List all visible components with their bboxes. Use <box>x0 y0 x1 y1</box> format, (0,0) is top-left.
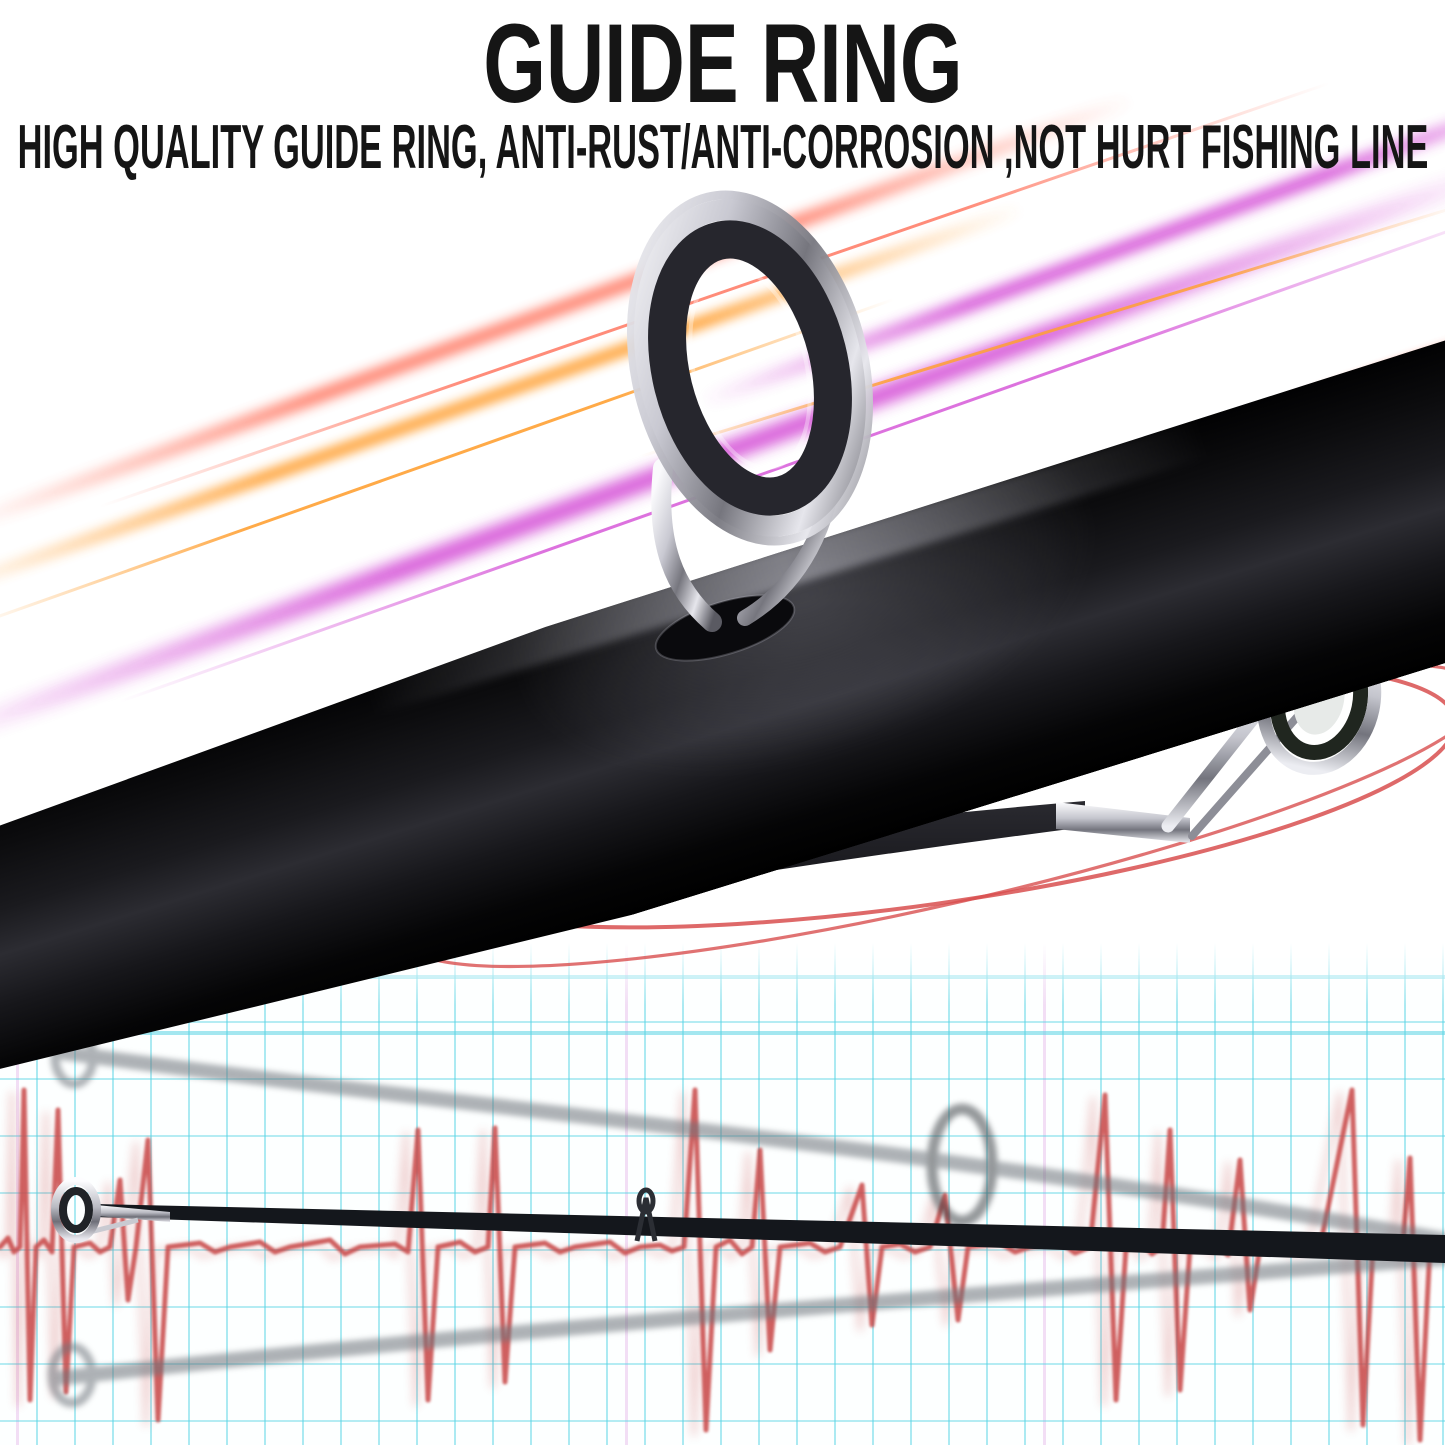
graph-paper-section <box>0 943 1445 1445</box>
banner-title-text: GUIDE RING <box>482 1 963 126</box>
banner-subtitle: HIGH QUALITY GUIDE RING, ANTI-RUST/ANTI-… <box>0 117 1445 179</box>
guide-ring-flange <box>626 190 874 546</box>
banner-subtitle-text: HIGH QUALITY GUIDE RING, ANTI-RUST/ANTI-… <box>17 113 1428 182</box>
tip-wrap-chrome <box>1056 802 1190 843</box>
banner-title: GUIDE RING <box>0 8 1445 120</box>
guide-ring-rim-group <box>626 190 874 546</box>
